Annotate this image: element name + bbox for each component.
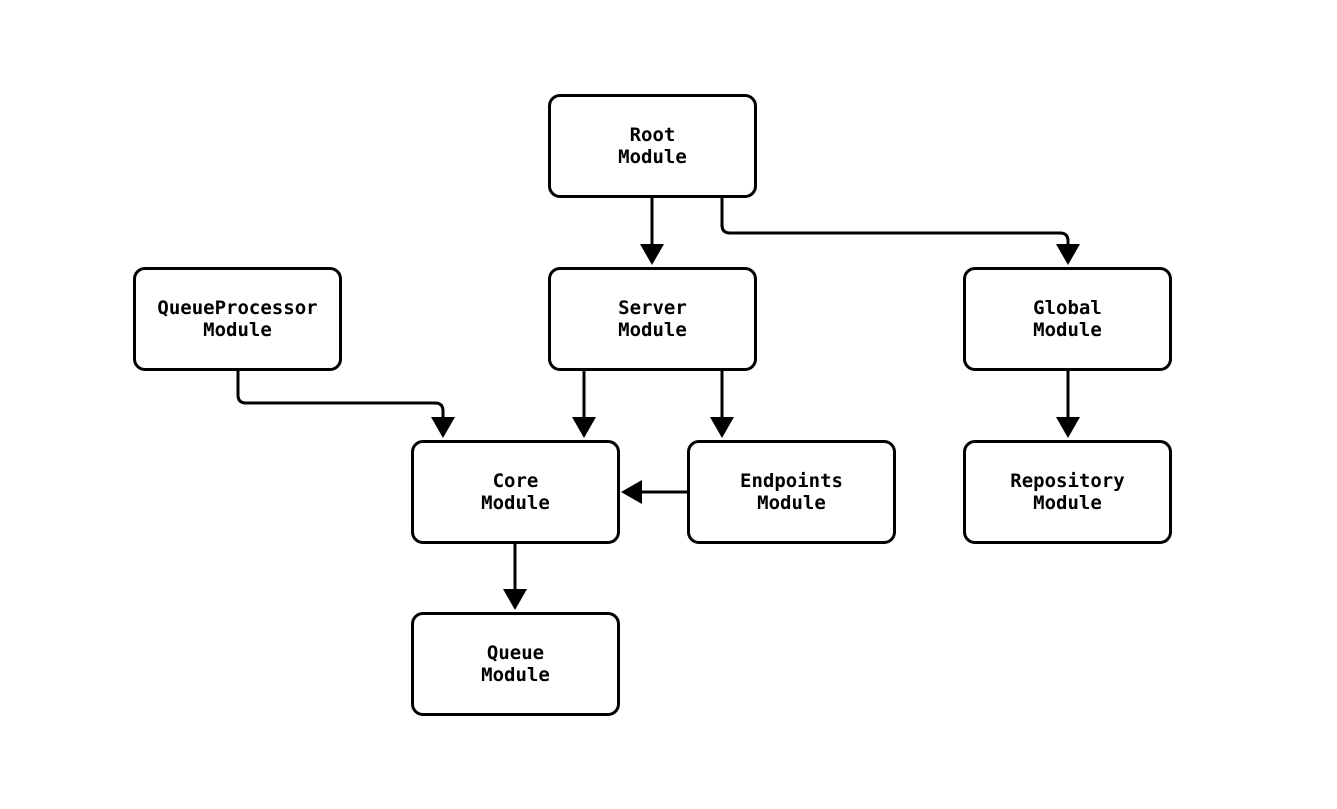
node-endpoints-label: Endpoints Module bbox=[740, 470, 843, 514]
node-root-module: Root Module bbox=[548, 94, 757, 198]
node-global-module: Global Module bbox=[963, 267, 1172, 371]
node-queueprocessor-label: QueueProcessor Module bbox=[157, 297, 318, 341]
node-root-label: Root Module bbox=[618, 124, 687, 168]
node-queue-module: Queue Module bbox=[411, 612, 620, 716]
edge-root-to-global bbox=[720, 198, 1080, 265]
node-repository-module: Repository Module bbox=[963, 440, 1172, 544]
edge-queueprocessor-to-core bbox=[236, 371, 455, 438]
node-server-module: Server Module bbox=[548, 267, 757, 371]
node-core-module: Core Module bbox=[411, 440, 620, 544]
node-queue-label: Queue Module bbox=[481, 642, 550, 686]
node-core-label: Core Module bbox=[481, 470, 550, 514]
node-queueprocessor-module: QueueProcessor Module bbox=[133, 267, 342, 371]
node-global-label: Global Module bbox=[1033, 297, 1102, 341]
node-server-label: Server Module bbox=[618, 297, 687, 341]
node-endpoints-module: Endpoints Module bbox=[687, 440, 896, 544]
node-repository-label: Repository Module bbox=[1010, 470, 1125, 514]
